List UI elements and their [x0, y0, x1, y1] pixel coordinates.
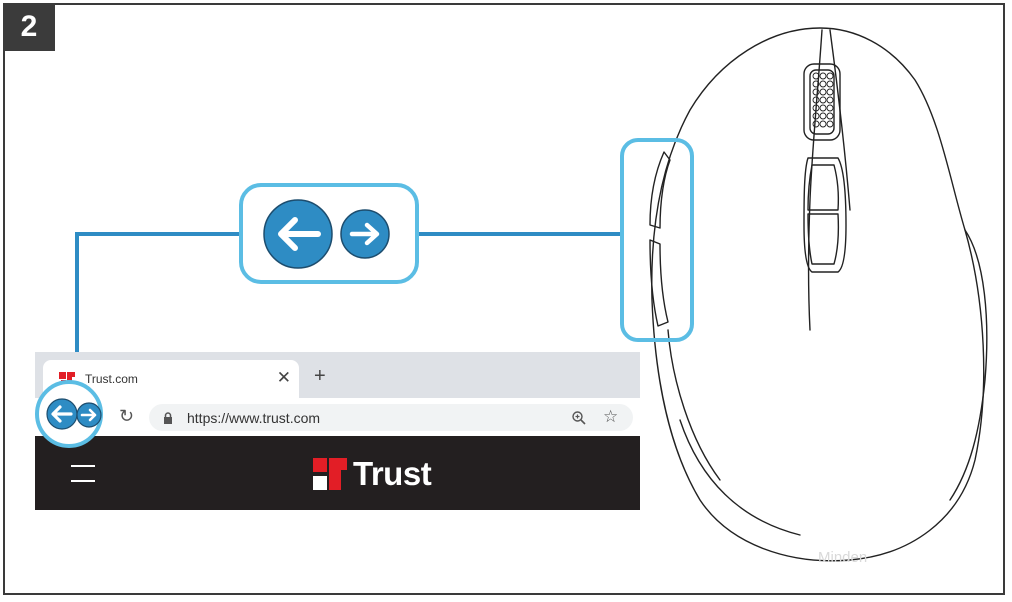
tab-strip: Trust.com ✕ +: [35, 352, 640, 398]
browser-window: Trust.com ✕ + ↻ https://www.trust.com ☆: [35, 352, 640, 510]
dpi-button-housing: [803, 157, 847, 273]
mouse-side-curve: [667, 329, 721, 481]
browser-toolbar: ↻ https://www.trust.com ☆: [35, 398, 640, 436]
side-button-forward: [649, 151, 671, 229]
trust-logo-mark: [313, 458, 347, 490]
browser-tab[interactable]: Trust.com ✕: [43, 360, 299, 398]
reload-icon[interactable]: ↻: [119, 406, 135, 426]
mouse-grip-outline: [949, 229, 988, 501]
illustration-frame: [3, 3, 1005, 595]
bookmark-star-icon[interactable]: ☆: [603, 407, 619, 426]
mouse-illustration: [649, 27, 988, 562]
mouse-right-button-edge: [829, 29, 851, 211]
tab-title: Trust.com: [85, 372, 138, 386]
lock-icon: [164, 412, 172, 424]
forward-arrow-icon: [340, 209, 390, 259]
hamburger-menu-icon[interactable]: [71, 463, 95, 483]
side-button-back: [649, 239, 669, 327]
zoom-icon[interactable]: [571, 410, 587, 426]
watermark-text: Minden: [818, 549, 868, 566]
scroll-wheel-housing: [803, 63, 841, 141]
new-tab-button[interactable]: +: [314, 365, 326, 387]
side-buttons-highlight: [620, 138, 694, 342]
trust-logo[interactable]: Trust: [313, 454, 432, 494]
scroll-wheel: [809, 69, 835, 135]
connector-lines: [75, 232, 622, 402]
trust-favicon-icon: [59, 372, 75, 386]
dpi-button-top: [807, 164, 840, 211]
mouse-palm-curve: [679, 419, 801, 536]
connector-line-to-browser: [75, 232, 243, 402]
dpi-button-bottom: [807, 213, 840, 265]
step-number-badge: 2: [3, 3, 55, 51]
address-bar[interactable]: https://www.trust.com ☆: [149, 404, 633, 431]
trust-logo-text: Trust: [353, 455, 432, 492]
url-text: https://www.trust.com: [187, 410, 321, 426]
mouse-button-divider: [807, 29, 823, 331]
back-arrow-icon: [263, 199, 333, 269]
scroll-wheel-texture: [812, 72, 834, 128]
mouse-body-outline: [651, 27, 985, 562]
close-tab-icon[interactable]: ✕: [276, 368, 291, 387]
site-header: Trust: [35, 436, 640, 510]
